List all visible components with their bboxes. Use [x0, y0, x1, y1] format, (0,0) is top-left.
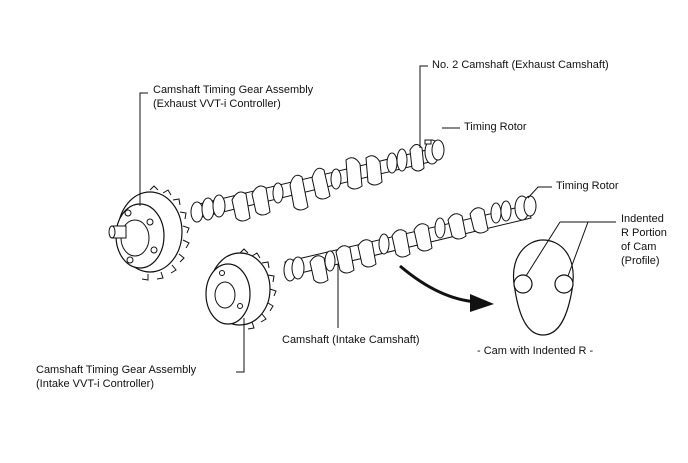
detail-arrow: [399, 264, 494, 312]
exhaust-vvt-gear: [108, 185, 190, 281]
timing-rotor-lower-label: Timing Rotor: [556, 180, 619, 192]
intake-gear-label-line2: (Intake VVT-i Controller): [36, 378, 154, 390]
indented-label-line3: of Cam: [621, 241, 657, 253]
indented-label-line2: R Portion: [621, 227, 667, 239]
indented-label-line4: (Profile): [621, 255, 660, 267]
intake-camshaft-shape: [283, 195, 537, 284]
exhaust-gear-label-line2: (Exhaust VVT-i Controller): [153, 98, 281, 110]
intake-vvt-gear: [205, 248, 277, 330]
indented-label-line1: Indented: [621, 213, 664, 225]
leader-lines: [139, 65, 616, 373]
exhaust-camshaft-shape: [190, 139, 445, 223]
intake-gear-label-line1: Camshaft Timing Gear Assembly: [36, 364, 197, 376]
exhaust-gear-label-line1: Camshaft Timing Gear Assembly: [153, 84, 314, 96]
cam-caption: - Cam with Indented R -: [477, 345, 594, 357]
cam-profile-detail: [513, 239, 574, 336]
timing-rotor-upper-label: Timing Rotor: [464, 121, 527, 133]
intake-camshaft-label: Camshaft (Intake Camshaft): [282, 334, 420, 346]
exhaust-camshaft-label: No. 2 Camshaft (Exhaust Camshaft): [432, 59, 609, 71]
